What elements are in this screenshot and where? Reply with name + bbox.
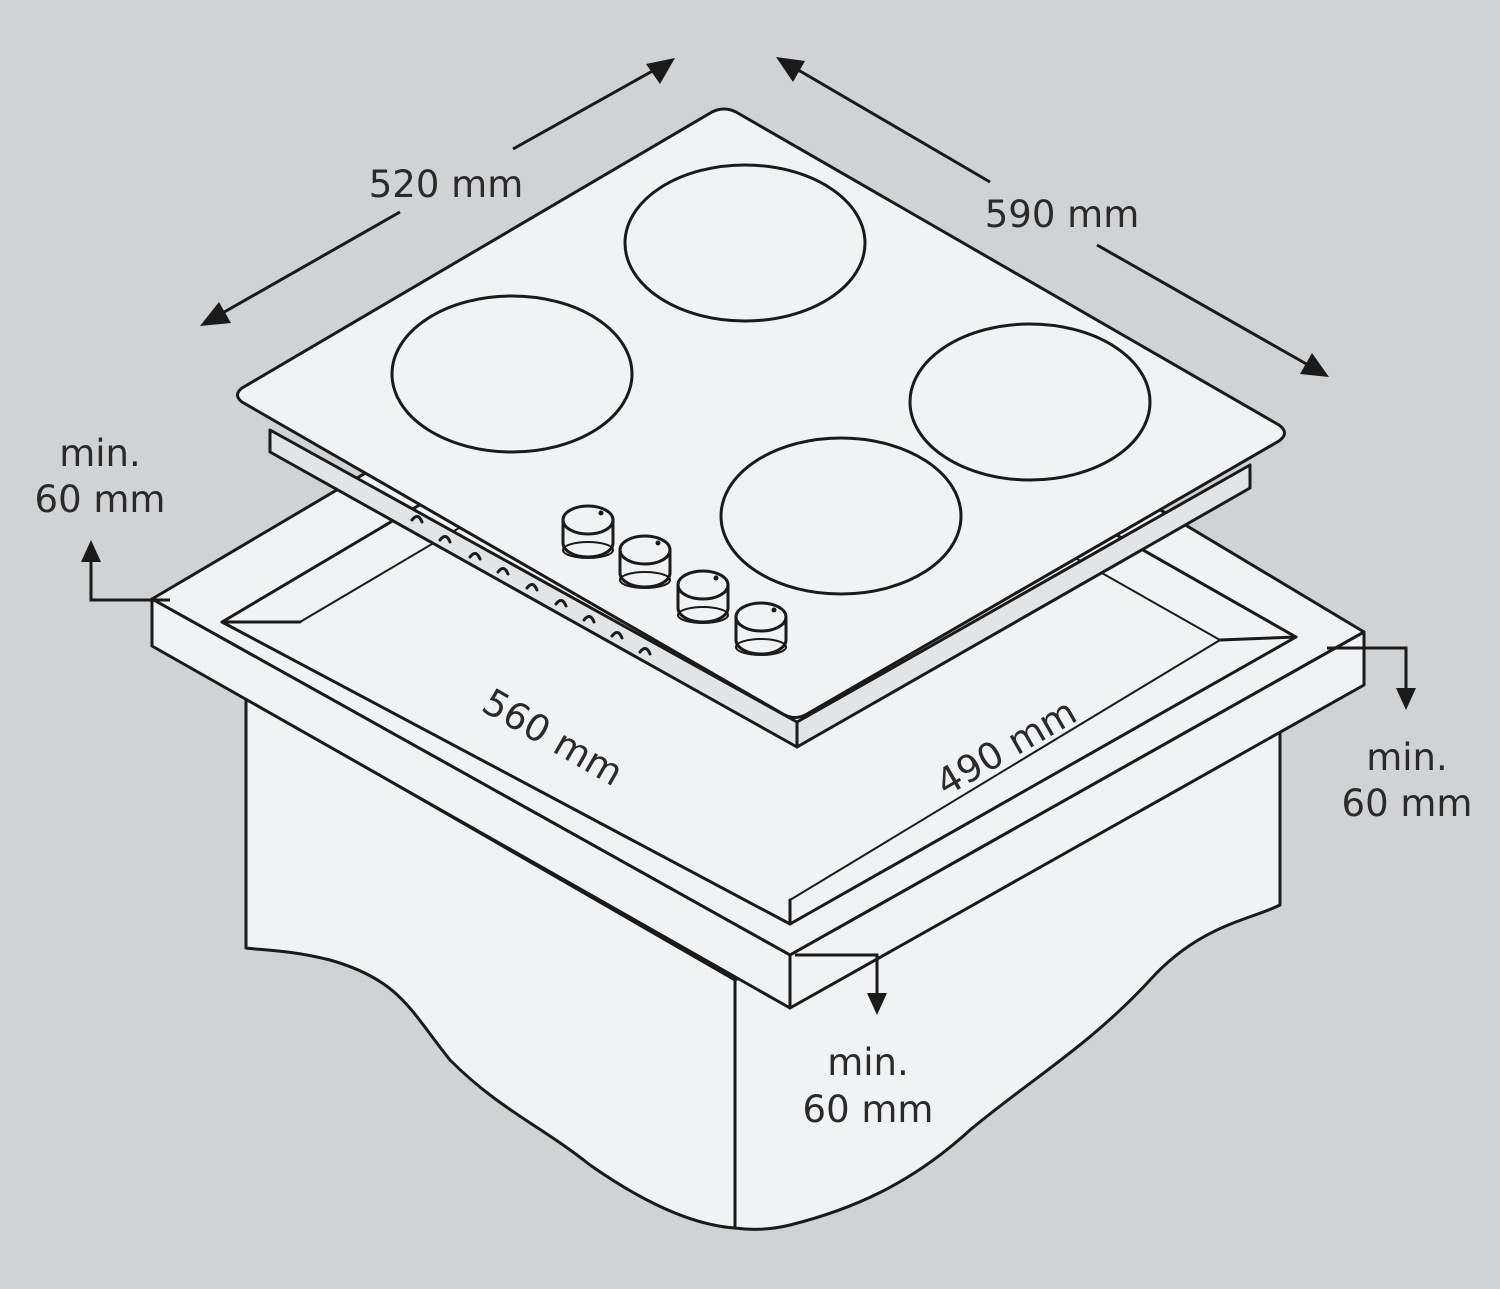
- depth-arrowhead-lower: [200, 302, 231, 326]
- width-arrowhead-upper: [776, 57, 805, 82]
- hob-body-right: [795, 463, 1252, 749]
- cabinet-front-right-face: [733, 728, 1282, 1231]
- depth-arrow-upper: [512, 62, 666, 151]
- front-clearance-leader: [795, 953, 879, 998]
- cutout-inner-corner-right: [1218, 635, 1298, 642]
- worktop-right-edge: [788, 630, 1366, 1010]
- rear-clearance-label-line2: 60 mm: [35, 478, 166, 521]
- cooking-zone-left: [390, 294, 634, 454]
- side-clearance-label-line2: 60 mm: [1342, 782, 1473, 825]
- cabinet: [244, 696, 1282, 1231]
- cabinet-front-left-face: [244, 696, 737, 1230]
- front-clearance-label-line2: 60 mm: [803, 1088, 934, 1131]
- control-knob-1: [561, 504, 615, 559]
- control-knob-4: [734, 601, 788, 656]
- hob: [236, 107, 1286, 749]
- control-knob-2: [618, 534, 672, 589]
- cooking-zone-right: [908, 322, 1152, 482]
- hob-depth-label: 520 mm: [369, 163, 523, 206]
- cooking-zone-front: [719, 436, 963, 596]
- dimension-arrows: [81, 57, 1416, 1015]
- rear-clearance-arrowhead: [81, 540, 101, 562]
- side-clearance-leader: [1327, 646, 1408, 693]
- rear-clearance-label-line1: min.: [59, 432, 141, 475]
- width-arrow-lower: [1096, 243, 1318, 372]
- depth-arrowhead-upper: [646, 58, 675, 84]
- rear-clearance-leader: [89, 555, 170, 602]
- side-clearance-label-line1: min.: [1366, 736, 1448, 779]
- width-arrow-upper: [787, 62, 991, 184]
- cooking-zone-rear: [623, 163, 867, 323]
- front-clearance-label-line1: min.: [827, 1041, 909, 1084]
- front-clearance-arrowhead: [867, 993, 887, 1015]
- hob-glass-top: [236, 107, 1286, 719]
- control-knob-3: [676, 569, 730, 624]
- depth-arrow-lower: [211, 210, 401, 321]
- fixing-clips: [410, 515, 652, 656]
- side-clearance-arrowhead: [1396, 688, 1416, 710]
- width-arrowhead-lower: [1300, 353, 1329, 377]
- hob-width-label: 590 mm: [985, 193, 1139, 236]
